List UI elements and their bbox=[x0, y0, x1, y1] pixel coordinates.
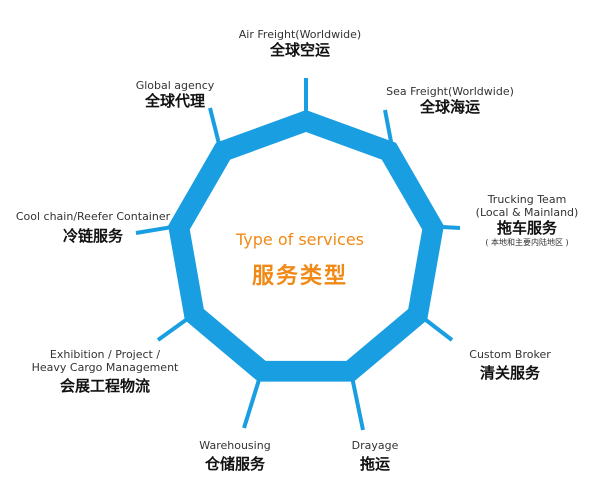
service-label-en-2: (Local & Mainland) bbox=[475, 206, 579, 219]
spoke-line bbox=[349, 375, 365, 431]
service-warehousing: Warehousing 仓储服务 bbox=[175, 439, 295, 474]
center-title-en: Type of services bbox=[236, 230, 364, 249]
service-drayage: Drayage 拖运 bbox=[320, 439, 430, 474]
service-label-zh: 拖运 bbox=[359, 455, 390, 473]
service-cool-chain: Cool chain/Reefer Container 冷链服务 bbox=[0, 210, 186, 246]
spoke-line bbox=[156, 315, 192, 342]
service-label-en: Sea Freight(Worldwide) bbox=[386, 85, 514, 98]
service-label-zh: 全球海运 bbox=[419, 98, 480, 116]
service-label-en: Global agency bbox=[135, 79, 215, 92]
spoke-line bbox=[242, 375, 263, 429]
spoke-line bbox=[208, 107, 222, 148]
service-label-zh: 清关服务 bbox=[479, 364, 540, 382]
service-sea-freight: Sea Freight(Worldwide) 全球海运 bbox=[360, 85, 540, 117]
center-title-zh: 服务类型 bbox=[251, 264, 348, 289]
service-label-en: Air Freight(Worldwide) bbox=[238, 28, 362, 41]
spoke-line bbox=[420, 315, 454, 342]
service-label-en-1: Exhibition / Project / bbox=[49, 348, 161, 361]
service-trucking: Trucking Team (Local & Mainland) 拖车服务 ( … bbox=[462, 193, 592, 248]
service-global-agency: Global agency 全球代理 bbox=[110, 79, 240, 111]
service-label-en: Custom Broker bbox=[469, 348, 551, 361]
service-label-zh: 冷链服务 bbox=[62, 227, 123, 245]
spoke-line bbox=[135, 224, 175, 235]
service-label-en: Warehousing bbox=[199, 439, 271, 452]
service-label-zh: 会展工程物流 bbox=[59, 377, 150, 395]
service-exhibition: Exhibition / Project / Heavy Cargo Manag… bbox=[30, 348, 180, 396]
service-label-zh: 仓储服务 bbox=[204, 455, 265, 473]
service-label-note: ( 本地和主要内陆地区 ) bbox=[485, 238, 569, 247]
service-label-en-1: Trucking Team bbox=[487, 193, 567, 206]
service-custom-broker: Custom Broker 清关服务 bbox=[450, 348, 570, 383]
service-label-zh: 全球代理 bbox=[144, 92, 205, 110]
service-air-freight: Air Freight(Worldwide) 全球空运 bbox=[200, 28, 400, 60]
service-label-zh: 全球空运 bbox=[269, 41, 330, 59]
service-label-en: Cool chain/Reefer Container bbox=[15, 210, 171, 223]
service-label-en: Drayage bbox=[351, 439, 399, 452]
service-label-zh: 拖车服务 bbox=[496, 219, 557, 237]
service-label-en-2: Heavy Cargo Management bbox=[31, 361, 179, 374]
